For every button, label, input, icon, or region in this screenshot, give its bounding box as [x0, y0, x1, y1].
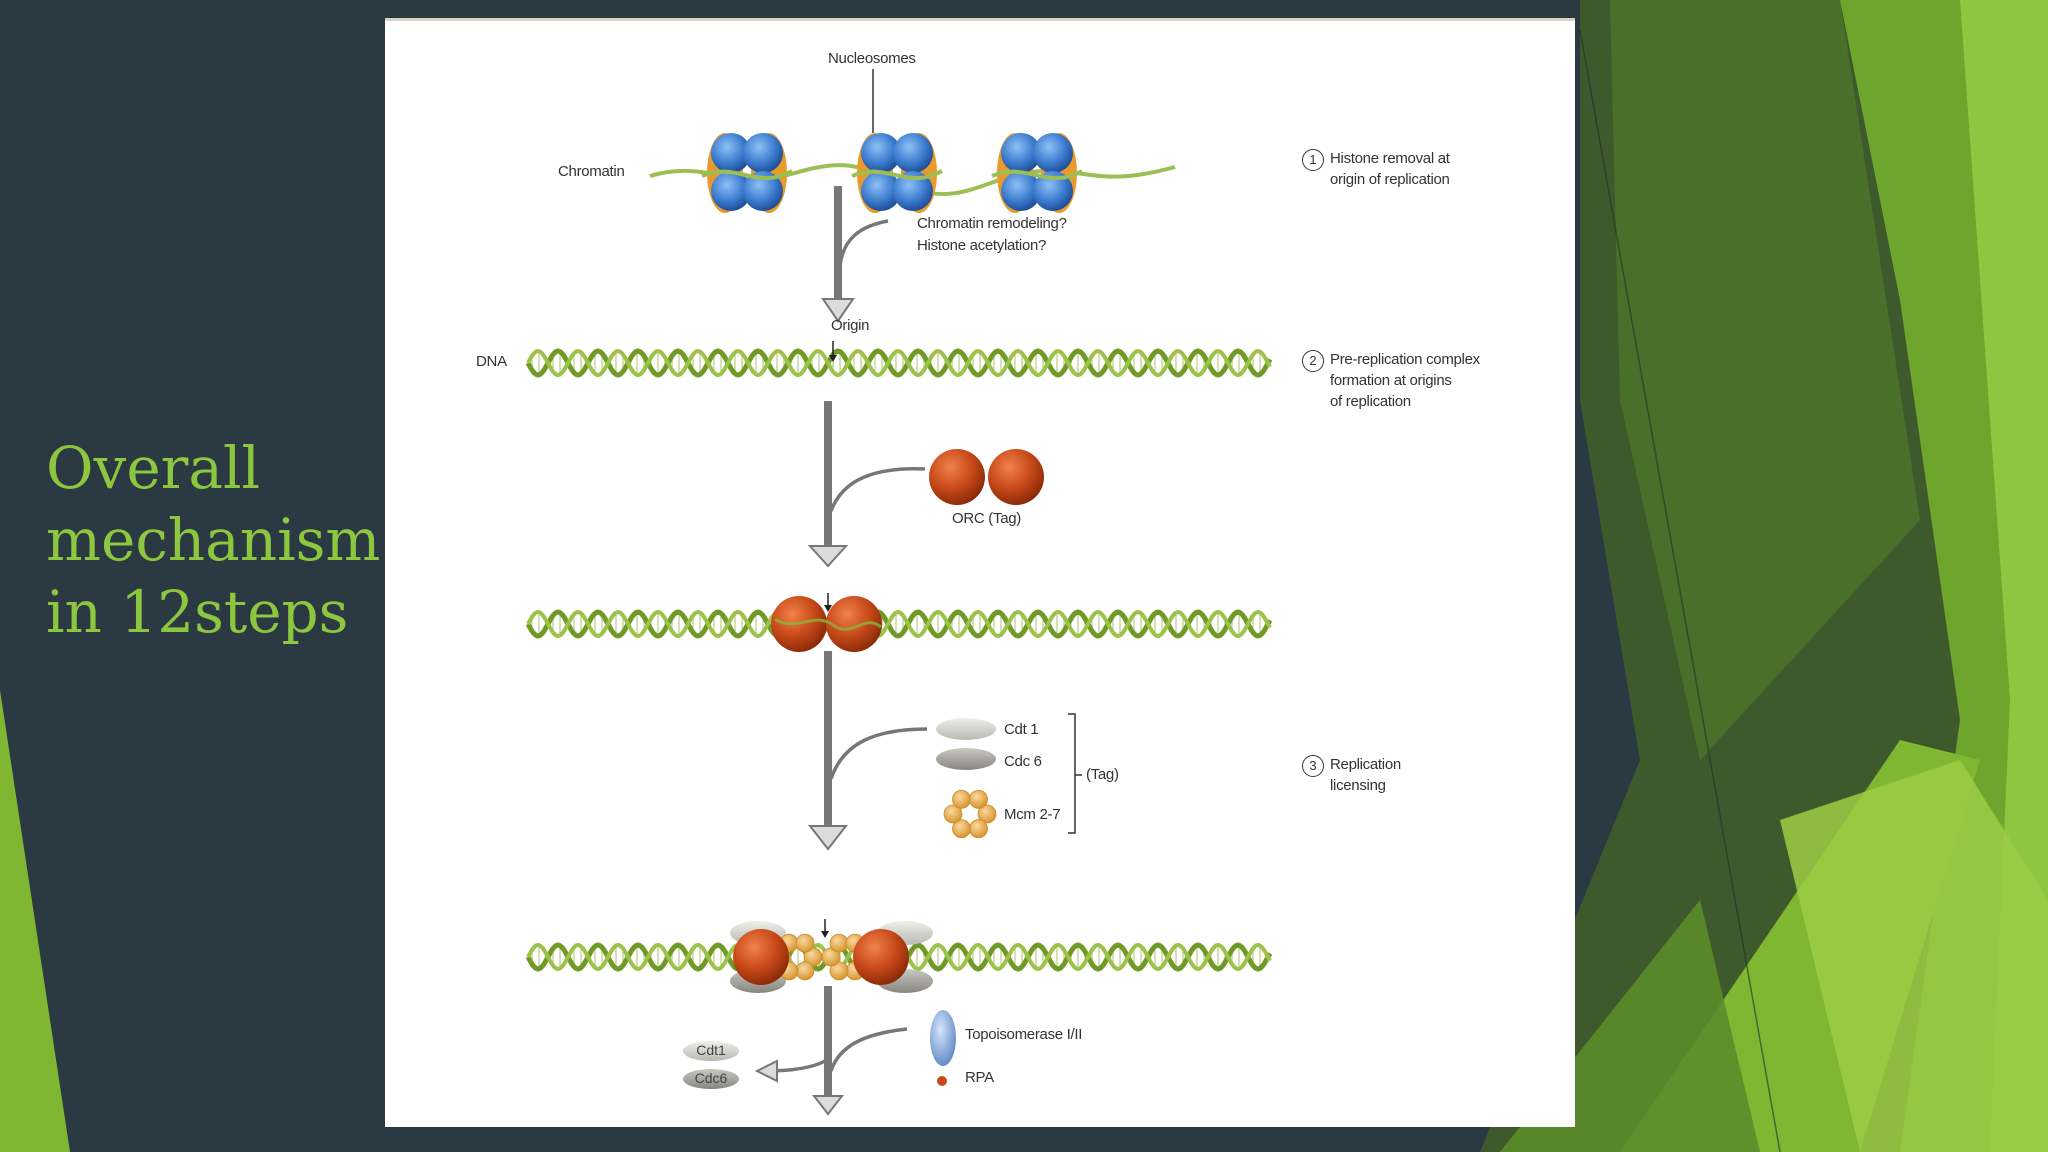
orc-label: ORC (Tag) — [952, 510, 1021, 527]
tag-label: (Tag) — [1086, 766, 1119, 783]
origin-marker-head — [824, 605, 832, 612]
step-line: Replication — [1330, 756, 1401, 773]
chromatin-label: Chromatin — [558, 163, 625, 180]
origin-marker-head — [829, 355, 837, 362]
topoisomerase-protein — [930, 1010, 956, 1066]
released-cdc6 — [683, 1069, 739, 1089]
step-number: 3 — [1302, 755, 1324, 777]
process-arrow — [821, 186, 889, 323]
cdt1-label: Cdt 1 — [1004, 721, 1039, 738]
title-line: Overall — [46, 434, 261, 502]
topoisomerase-label: Topoisomerase I/II — [965, 1026, 1083, 1043]
step-line: origin of replication — [1330, 171, 1450, 188]
orc-complex — [929, 449, 1044, 505]
origin-marker-head — [821, 931, 829, 938]
cdc6-label: Cdc 6 — [1004, 753, 1042, 770]
step-1: 1 Histone removal at origin of replicati… — [1302, 148, 1450, 190]
nucleosome — [701, 133, 793, 213]
tag-bracket — [1068, 713, 1076, 834]
nucleosome — [991, 133, 1083, 213]
pre-replication-complex — [730, 921, 933, 993]
origin-label: Origin — [831, 317, 870, 334]
step-text: Replication licensing — [1330, 754, 1401, 796]
mcm-label: Mcm 2-7 — [1004, 806, 1061, 823]
slide-title: Overall mechanism in 12steps — [46, 432, 386, 648]
dna-helix — [525, 609, 1273, 639]
step-line: Pre-replication complex — [1330, 351, 1480, 368]
dna-label: DNA — [476, 353, 507, 370]
step-text: Pre-replication complex formation at ori… — [1330, 349, 1480, 412]
step-line: of replication — [1330, 393, 1411, 410]
step-2: 2 Pre-replication complex formation at o… — [1302, 349, 1480, 412]
step-text: Histone removal at origin of replication — [1330, 148, 1450, 190]
cdt1-protein — [936, 718, 996, 740]
acetylation-label: Histone acetylation? — [917, 237, 1047, 254]
dna-helix — [525, 348, 1273, 378]
title-line: in 12steps — [46, 578, 349, 646]
released-cdt1-label: Cdt1 — [696, 1042, 726, 1058]
remodeling-label: Chromatin remodeling? — [917, 215, 1067, 232]
rpa-label: RPA — [965, 1069, 994, 1086]
nucleosome — [851, 133, 943, 213]
cdc6-protein — [936, 748, 996, 770]
released-cdt1 — [683, 1041, 739, 1061]
step-line: formation at origins — [1330, 372, 1452, 389]
step-3: 3 Replication licensing — [1302, 754, 1401, 796]
mcm-ring — [943, 789, 997, 839]
title-line: mechanism — [46, 506, 381, 574]
nucleosomes-label: Nucleosomes — [828, 50, 916, 67]
step-line: licensing — [1330, 777, 1386, 794]
step-number: 2 — [1302, 350, 1324, 372]
rpa-protein — [937, 1076, 947, 1086]
step-number: 1 — [1302, 149, 1324, 171]
process-arrow — [807, 651, 928, 851]
orc-bound — [771, 596, 882, 652]
process-arrow — [754, 986, 908, 1116]
step-line: Histone removal at — [1330, 150, 1450, 167]
replication-diagram — [525, 69, 1273, 1116]
released-cdc6-label: Cdc6 — [694, 1070, 728, 1086]
process-arrow — [807, 401, 926, 568]
diagram-panel: Nucleosomes Chromatin Chromatin remodeli… — [385, 18, 1575, 1127]
